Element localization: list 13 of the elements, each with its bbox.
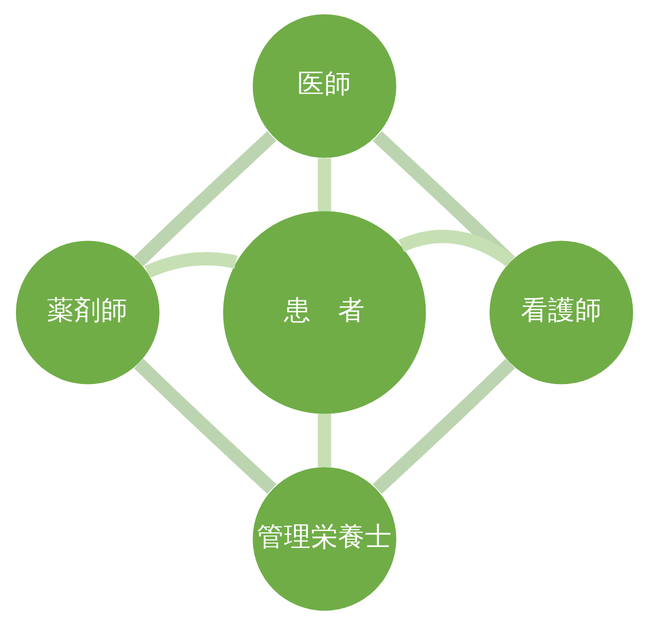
connector [398, 230, 514, 267]
node-circle: 医師 [252, 14, 396, 158]
connector [144, 252, 238, 278]
connector [372, 131, 515, 266]
connector [372, 358, 515, 494]
node-circle: 看護師 [490, 240, 634, 384]
node-circle: 管理栄養士 [252, 467, 396, 611]
connector [134, 131, 276, 266]
connector [134, 358, 276, 494]
connector [318, 158, 332, 211]
node-circle: 薬剤師 [16, 240, 160, 384]
connector [318, 414, 332, 467]
node-circle: 患 者 [223, 211, 426, 414]
